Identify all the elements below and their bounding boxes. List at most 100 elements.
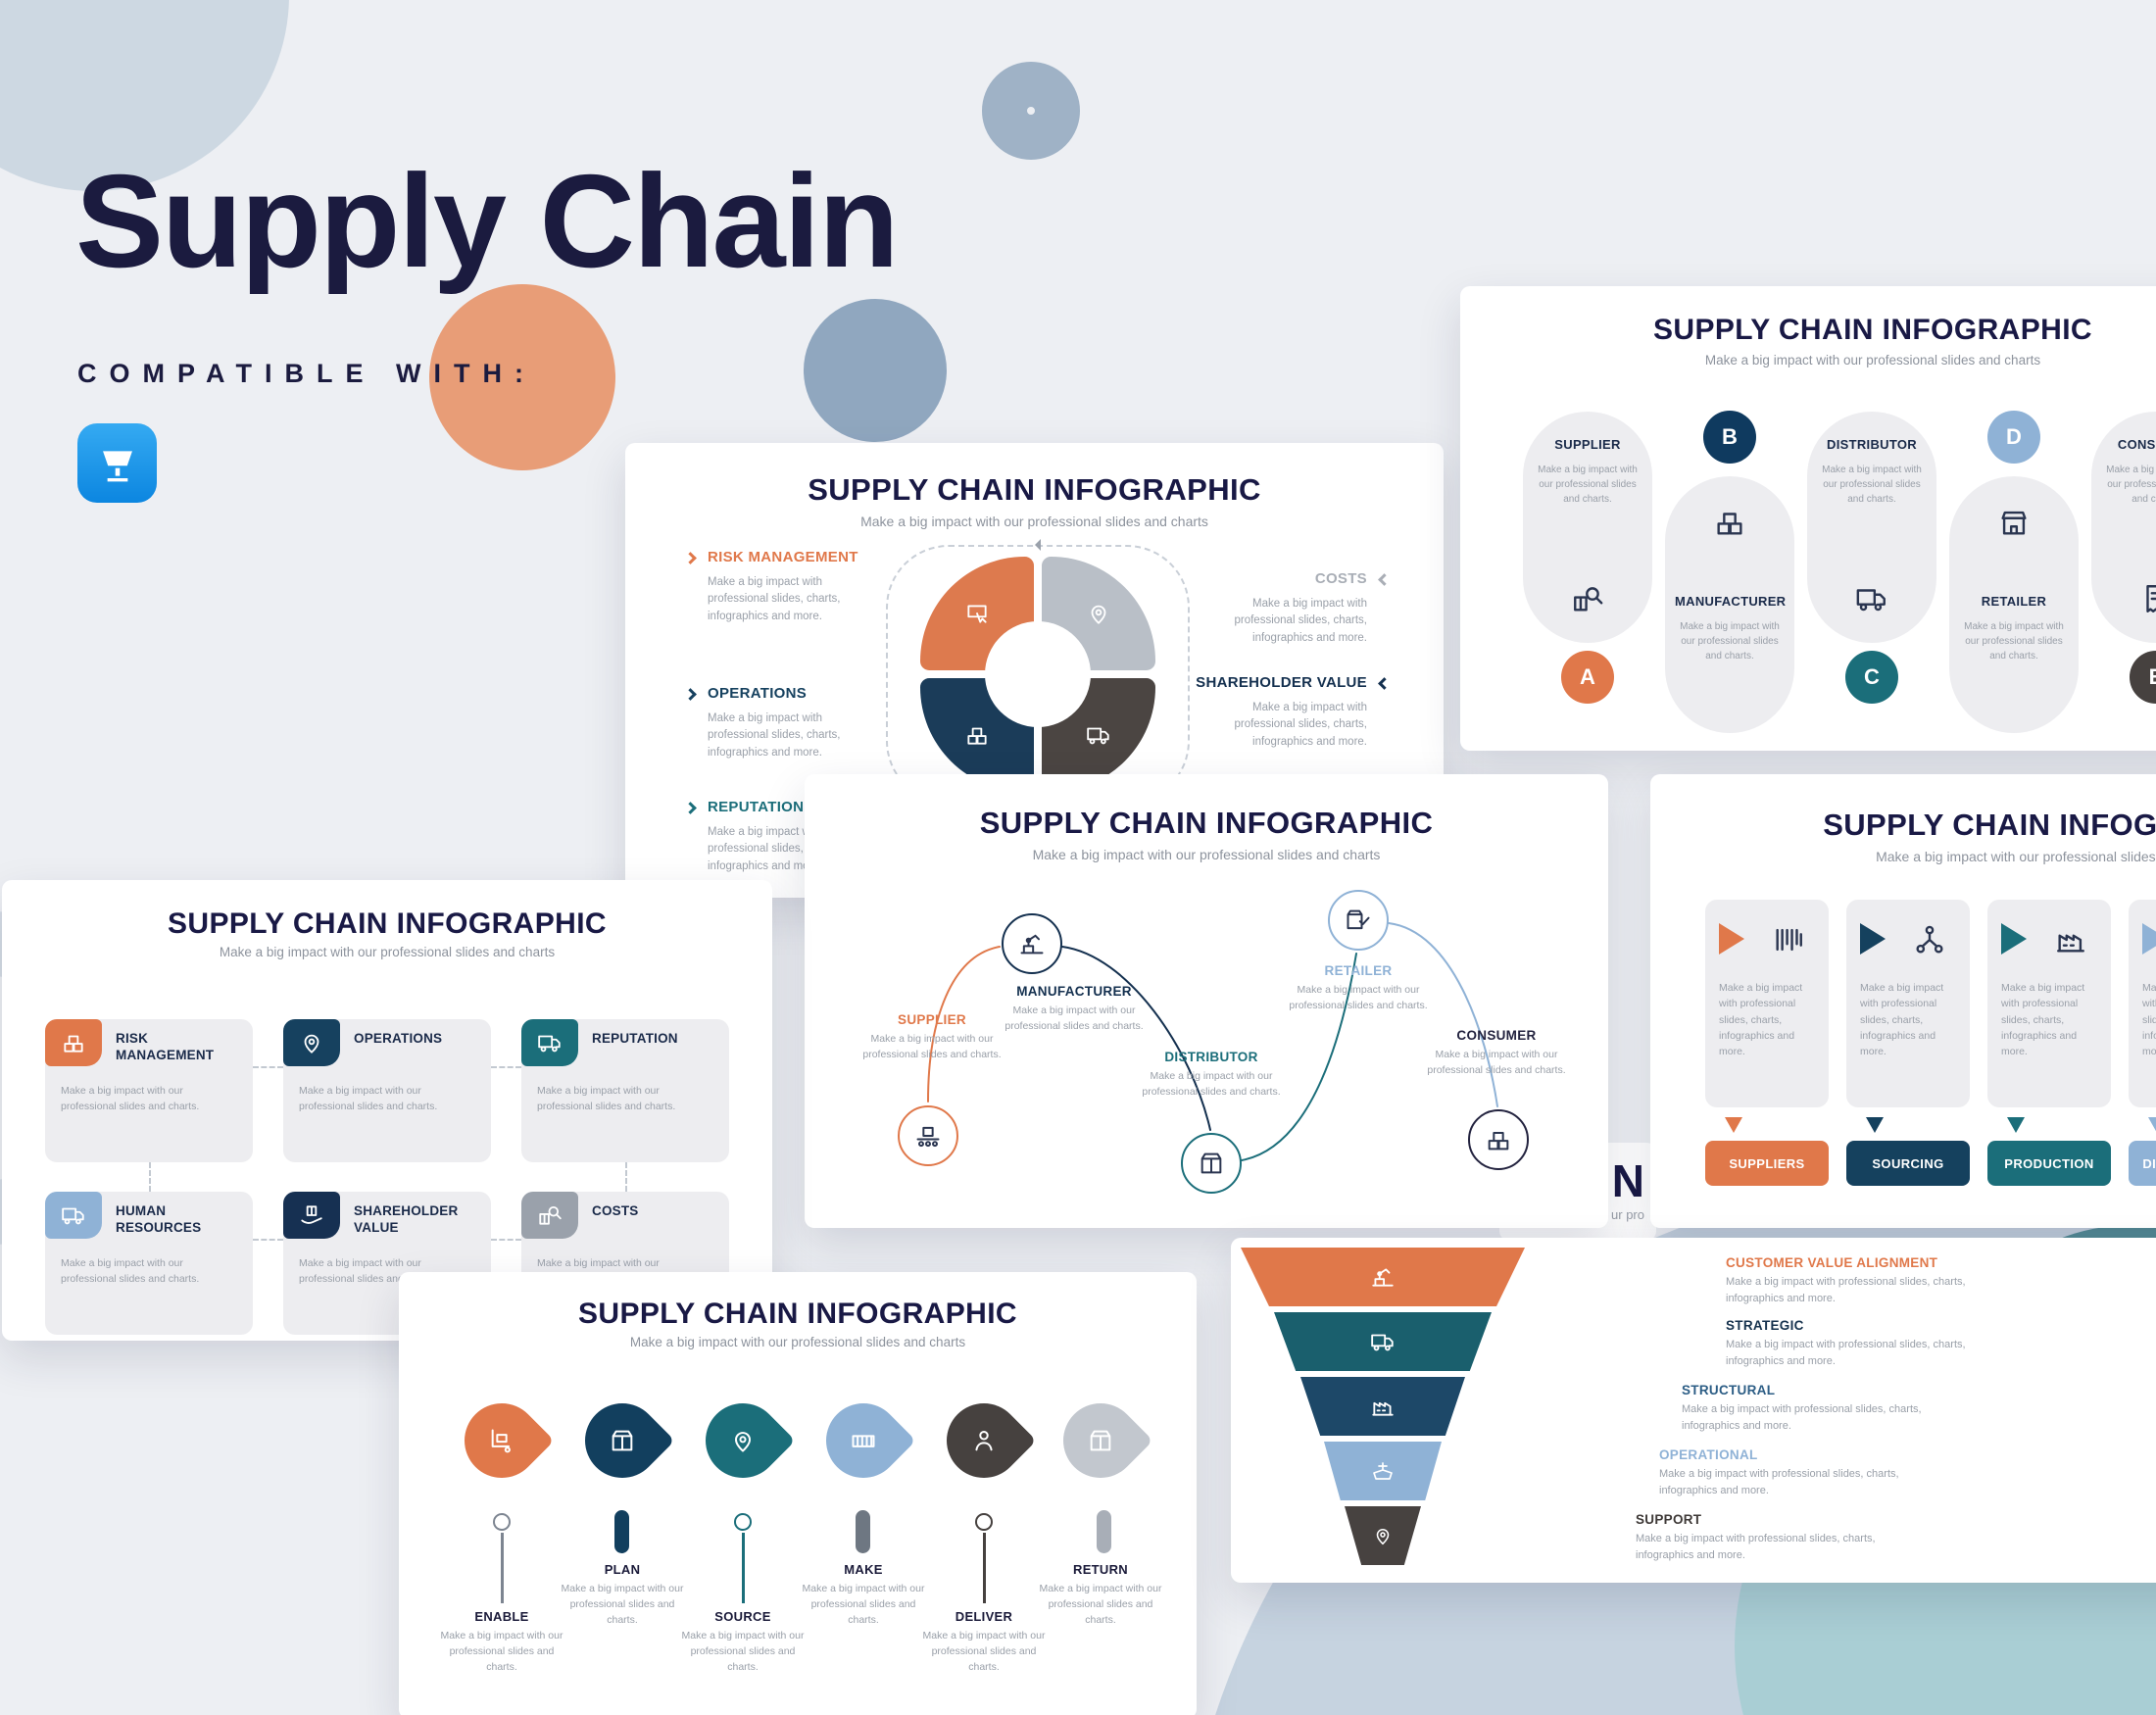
pin-capsule-icon bbox=[856, 1510, 870, 1553]
document-click-icon bbox=[964, 601, 990, 626]
arrow-column-suppliers: Make a big impact with professional slid… bbox=[1705, 900, 1829, 1186]
column-supplier: SUPPLIER Make a big impact with our prof… bbox=[1523, 286, 1652, 751]
funnel-item-description: Make a big impact with professional slid… bbox=[1726, 1276, 1966, 1304]
person-icon bbox=[970, 1427, 998, 1454]
step-make: MAKE Make a big impact with our professi… bbox=[800, 1562, 927, 1628]
step-label: SOURCE bbox=[714, 1609, 771, 1624]
step-deliver: DELIVER Make a big impact with our profe… bbox=[920, 1609, 1048, 1675]
dashed-connector bbox=[253, 1239, 283, 1241]
funnel-item-customer-value-alignment: CUSTOMER VALUE ALIGNMENT Make a big impa… bbox=[1726, 1255, 2010, 1306]
slide-subtitle: Make a big impact with our professional … bbox=[219, 945, 556, 959]
step-label: ENABLE bbox=[474, 1609, 529, 1624]
badge-e: E bbox=[2130, 651, 2156, 704]
funnel-item-strategic: STRATEGIC Make a big impact with profess… bbox=[1726, 1318, 2010, 1369]
funnel-item-description: Make a big impact with professional slid… bbox=[1726, 1339, 1966, 1367]
search-box-icon bbox=[1571, 582, 1604, 615]
step-shape-deliver bbox=[931, 1388, 1037, 1494]
slide-title: SUPPLY CHAIN INFOGRAPHIC bbox=[979, 806, 1434, 840]
card-icon-tab bbox=[521, 1019, 578, 1066]
node-description: Make a big impact with our professional … bbox=[862, 1033, 1002, 1060]
page-title: Supply Chain bbox=[75, 147, 900, 295]
step-shape-return bbox=[1048, 1388, 1153, 1494]
arrow-card: Make a big impact with professional slid… bbox=[1846, 900, 1970, 1107]
pin-stem bbox=[742, 1533, 745, 1603]
pin-marker-icon bbox=[493, 1513, 511, 1531]
funnel-item-operational: OPERATIONAL Make a big impact with profe… bbox=[1659, 1447, 1943, 1498]
column-heading: DISTRIBUTOR bbox=[1827, 437, 1917, 452]
node-description: Make a big impact with our professional … bbox=[1427, 1049, 1566, 1076]
list-item-shareholder-value: SHAREHOLDER VALUE Make a big impact with… bbox=[1193, 674, 1391, 751]
step-label: PLAN bbox=[604, 1562, 641, 1577]
item-description: Make a big impact with professional slid… bbox=[1234, 702, 1367, 748]
truck-icon bbox=[537, 1030, 563, 1055]
arrow-column-production: Make a big impact with professional slid… bbox=[1987, 900, 2111, 1186]
dashed-connector bbox=[625, 1162, 627, 1192]
slide-flow-infographic: SUPPLY CHAIN INFOGRAPHIC Make a big impa… bbox=[805, 774, 1608, 1228]
flow-node-retailer: RETAILER Make a big impact with our prof… bbox=[1285, 963, 1432, 1014]
slide-arrows-infographic: SUPPLY CHAIN INFOGRAPHIC Make a big impa… bbox=[1650, 774, 2156, 1228]
slide-title: SUPPLY CHAIN INFOGRAPHIC bbox=[1653, 314, 2092, 346]
arrow-column-distribution: Make a big impact with professional slid… bbox=[2129, 900, 2156, 1186]
flow-node-manufacturer: MANUFACTURER Make a big impact with our … bbox=[1001, 984, 1148, 1035]
label-tag-production: PRODUCTION bbox=[1987, 1141, 2111, 1186]
chevron-right-icon bbox=[684, 688, 697, 701]
cycle-arrow-left-icon bbox=[1029, 539, 1041, 551]
card-title: SHAREHOLDER VALUE bbox=[354, 1203, 459, 1235]
card-description: Make a big impact with our professional … bbox=[61, 1085, 200, 1112]
card-icon-tab bbox=[283, 1019, 340, 1066]
pin-stem bbox=[983, 1533, 986, 1603]
column-description: Make a big impact with professional slid… bbox=[1860, 982, 1944, 1058]
machine-icon bbox=[1002, 913, 1062, 974]
pin-capsule-icon bbox=[614, 1510, 629, 1553]
chevron-right-icon bbox=[684, 802, 697, 814]
slide-title: SUPPLY CHAIN INFOGRAPHIC bbox=[578, 1298, 1017, 1330]
funnel-item-label: STRUCTURAL bbox=[1682, 1383, 1776, 1397]
column-description: Make a big impact with our professional … bbox=[1538, 465, 1638, 505]
step-return: RETURN Make a big impact with our profes… bbox=[1037, 1562, 1164, 1628]
funnel-item-support: SUPPORT Make a big impact with professio… bbox=[1636, 1512, 1920, 1563]
funnel-layer-3 bbox=[1300, 1377, 1465, 1436]
column-retailer: D RETAILER Make a big impact with our pr… bbox=[1949, 286, 2079, 751]
step-shape-make bbox=[810, 1388, 916, 1494]
boxes-icon bbox=[1468, 1109, 1529, 1170]
card-description: Make a big impact with our professional … bbox=[299, 1085, 438, 1112]
play-arrow-icon bbox=[1719, 923, 1744, 955]
card-title: RISK MANAGEMENT bbox=[116, 1031, 215, 1062]
pointer-down-icon bbox=[2007, 1117, 2025, 1133]
funnel-item-label: STRATEGIC bbox=[1726, 1318, 1804, 1333]
header: Supply Chain COMPATIBLE WITH: bbox=[75, 0, 1055, 549]
slide-subtitle: Make a big impact with our professional … bbox=[1032, 847, 1381, 862]
list-item-operations: OPERATIONS Make a big impact with profes… bbox=[684, 685, 860, 761]
item-label: RISK MANAGEMENT bbox=[708, 549, 858, 565]
card-risk-management: RISK MANAGEMENT Make a big impact with o… bbox=[45, 1019, 253, 1162]
card-title: OPERATIONS bbox=[354, 1031, 443, 1046]
funnel-layer-1 bbox=[1241, 1248, 1525, 1306]
pin-stem bbox=[501, 1533, 504, 1603]
badge-c: C bbox=[1845, 651, 1898, 704]
column-heading: RETAILER bbox=[1981, 594, 2047, 609]
funnel-item-structural: STRUCTURAL Make a big impact with profes… bbox=[1682, 1383, 1966, 1434]
column-description: Make a big impact with professional slid… bbox=[2001, 982, 2085, 1058]
pin-marker-icon bbox=[975, 1513, 993, 1531]
funnel-item-description: Make a big impact with professional slid… bbox=[1636, 1533, 1876, 1561]
card-icon-tab bbox=[45, 1019, 102, 1066]
node-label: DISTRIBUTOR bbox=[1164, 1050, 1258, 1064]
step-description: Make a big impact with our professional … bbox=[440, 1630, 564, 1673]
step-description: Make a big impact with our professional … bbox=[681, 1630, 805, 1673]
fragment-subtitle-text: ur pro bbox=[1611, 1207, 1644, 1222]
column-description: Make a big impact with our professional … bbox=[1680, 621, 1780, 662]
pin-marker-icon bbox=[734, 1513, 752, 1531]
column-heading: CONSUMER bbox=[2117, 437, 2156, 452]
pointer-down-icon bbox=[2148, 1117, 2156, 1133]
badge-d: D bbox=[1987, 411, 2040, 464]
card-description: Make a big impact with our professional … bbox=[61, 1257, 200, 1285]
conveyor-icon bbox=[898, 1105, 958, 1166]
card-title: HUMAN RESOURCES bbox=[116, 1203, 202, 1235]
step-enable: ENABLE Make a big impact with our profes… bbox=[438, 1609, 565, 1675]
boxes-icon bbox=[61, 1030, 86, 1055]
node-description: Make a big impact with our professional … bbox=[1004, 1004, 1144, 1032]
node-description: Make a big impact with our professional … bbox=[1142, 1070, 1281, 1098]
label-tag-distribution: DISTRIBUTION bbox=[2129, 1141, 2156, 1186]
chevron-left-icon bbox=[1378, 677, 1391, 690]
column-description: Make a big impact with professional slid… bbox=[1719, 982, 1803, 1058]
